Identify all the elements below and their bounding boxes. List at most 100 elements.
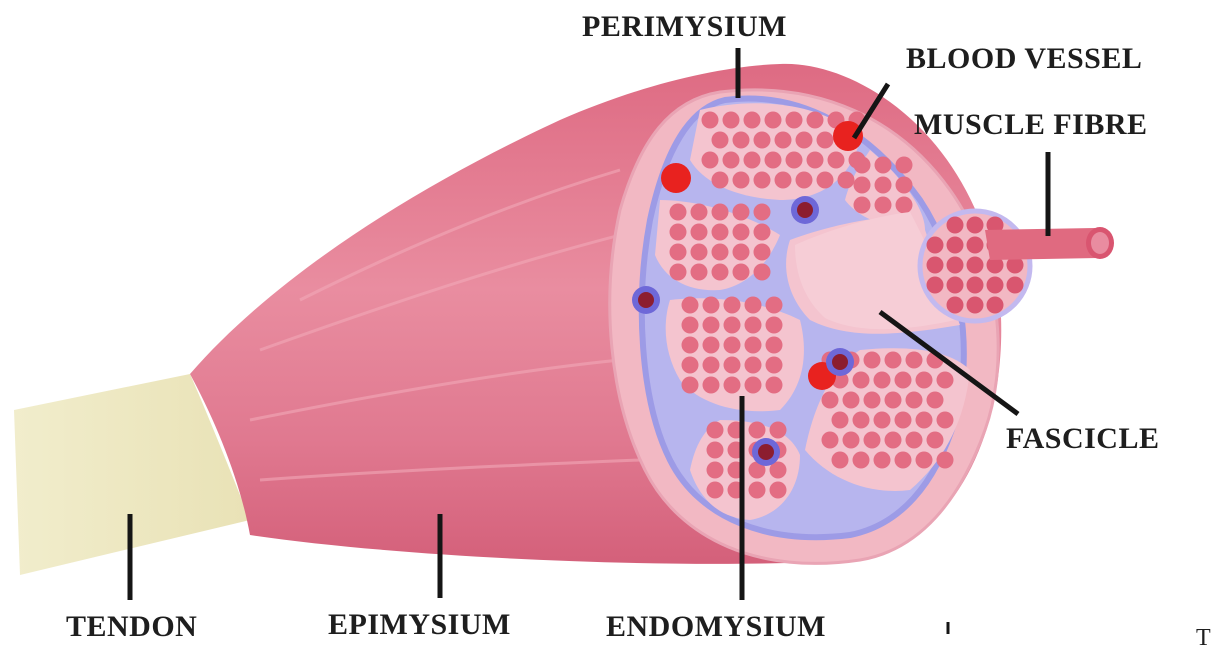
muscle-fibre-dot	[682, 377, 699, 394]
muscle-fibre-dot	[766, 317, 783, 334]
muscle-fibre-dot	[745, 337, 762, 354]
vein-icon	[797, 202, 813, 218]
label-perimysium: PERIMYSIUM	[582, 12, 787, 42]
muscle-fibre-dot	[745, 317, 762, 334]
muscle-fibre-dot	[822, 432, 839, 449]
muscle-fibre-dot	[682, 297, 699, 314]
label-tendon: TENDON	[66, 612, 197, 642]
muscle-fibre-dot	[703, 377, 720, 394]
muscle-fibre-dot	[749, 482, 766, 499]
muscle-fibre-dot	[854, 177, 871, 194]
label-corner-fragment: T	[1196, 626, 1211, 650]
muscle-fibre-dot	[874, 372, 891, 389]
muscle-fibre-dot	[828, 152, 845, 169]
muscle-fibre-dot	[817, 172, 834, 189]
muscle-fibre-dot	[843, 432, 860, 449]
muscle-fibre-dot	[745, 297, 762, 314]
muscle-fibre-dot	[724, 297, 741, 314]
vein-icon	[832, 354, 848, 370]
muscle-fibre-dot	[927, 432, 944, 449]
muscle-fibre-dot	[707, 422, 724, 439]
muscle-fibre-dot	[796, 132, 813, 149]
muscle-fibre-dot	[733, 204, 750, 221]
muscle-fibre-dot	[832, 452, 849, 469]
muscle-fibre-dot	[670, 264, 687, 281]
muscle-fibre-dot	[786, 152, 803, 169]
muscle-fibre-dot	[712, 264, 729, 281]
muscle-fibre-dot	[775, 132, 792, 149]
muscle-fibre-dot	[947, 277, 964, 294]
muscle-fibre-dot	[754, 244, 771, 261]
muscle-fibre-dot	[733, 264, 750, 281]
muscle-fibre-dot	[703, 297, 720, 314]
muscle-fibre-dot	[682, 357, 699, 374]
muscle-fibre-dot	[906, 432, 923, 449]
muscle-fibre-dot	[864, 392, 881, 409]
muscle-fibre-dot	[712, 224, 729, 241]
muscle-fibre-dot	[838, 172, 855, 189]
muscle-fibre-dot	[745, 377, 762, 394]
muscle-fibre-dot	[691, 264, 708, 281]
muscle-fibre-dot	[766, 337, 783, 354]
muscle-fibre-dot	[724, 377, 741, 394]
muscle-fibre-dot	[967, 277, 984, 294]
muscle-fibre-dot	[916, 372, 933, 389]
muscle-fibre-dot	[853, 412, 870, 429]
muscle-fibre-dot	[864, 352, 881, 369]
muscle-fibre-dot	[927, 277, 944, 294]
muscle-fibre-dot	[807, 112, 824, 129]
muscle-fibre-dot	[723, 152, 740, 169]
muscle-fibre-dot	[724, 357, 741, 374]
muscle-fibre-dot	[744, 112, 761, 129]
muscle-fibre-dot	[702, 112, 719, 129]
muscle-fibre-dot	[832, 412, 849, 429]
muscle-fibre-dot	[682, 317, 699, 334]
muscle-fibre-dot	[707, 462, 724, 479]
muscle-fibre-dot	[896, 177, 913, 194]
muscle-fibre-dot	[770, 422, 787, 439]
muscle-fibre-dot	[682, 337, 699, 354]
muscle-fibre-dot	[967, 297, 984, 314]
muscle-fibre-dot	[947, 257, 964, 274]
muscle-fibre-dot	[874, 412, 891, 429]
muscle-fibre-dot	[702, 152, 719, 169]
muscle-fibre-dot	[703, 337, 720, 354]
artery-icon	[833, 121, 863, 151]
muscle-fibre-dot	[670, 204, 687, 221]
muscle-fibre-dot	[775, 172, 792, 189]
muscle-fibre-dot	[707, 482, 724, 499]
muscle-fibre-dot	[885, 352, 902, 369]
muscle-fibre-dot	[703, 357, 720, 374]
muscle-fibre-dot	[896, 197, 913, 214]
artery-icon	[661, 163, 691, 193]
muscle-fibre-dot	[967, 217, 984, 234]
muscle-fibre-dot	[733, 132, 750, 149]
muscle-fibre-dot	[875, 177, 892, 194]
muscle-fibre-dot	[916, 412, 933, 429]
vein-icon	[758, 444, 774, 460]
muscle-fibre-dot	[927, 392, 944, 409]
muscle-fibre-dot	[927, 257, 944, 274]
muscle-fibre-dot	[754, 224, 771, 241]
label-blood-vessel: BLOOD VESSEL	[906, 44, 1142, 74]
label-epimysium: EPIMYSIUM	[328, 610, 511, 640]
vein-icon	[638, 292, 654, 308]
muscle-fibre-dot	[733, 224, 750, 241]
muscle-fibre-dot	[875, 197, 892, 214]
extracted-fascicle	[920, 211, 1030, 321]
muscle-fibre-dot	[796, 172, 813, 189]
muscle-fibre-dot	[864, 432, 881, 449]
muscle-fibre-dot	[817, 132, 834, 149]
muscle-fibre-dot	[765, 112, 782, 129]
muscle-fibre-dot	[947, 297, 964, 314]
muscle-fibre-dot	[749, 422, 766, 439]
muscle-fibre-dot	[916, 452, 933, 469]
muscle-fibre-dot	[712, 132, 729, 149]
label-fascicle: FASCICLE	[1006, 424, 1159, 454]
label-muscle-fibre: MUSCLE FIBRE	[914, 110, 1148, 140]
muscle-fibre-dot	[906, 352, 923, 369]
label-endomysium: ENDOMYSIUM	[606, 612, 826, 642]
muscle-fibre-dot	[691, 244, 708, 261]
muscle-fibre-dot	[724, 337, 741, 354]
